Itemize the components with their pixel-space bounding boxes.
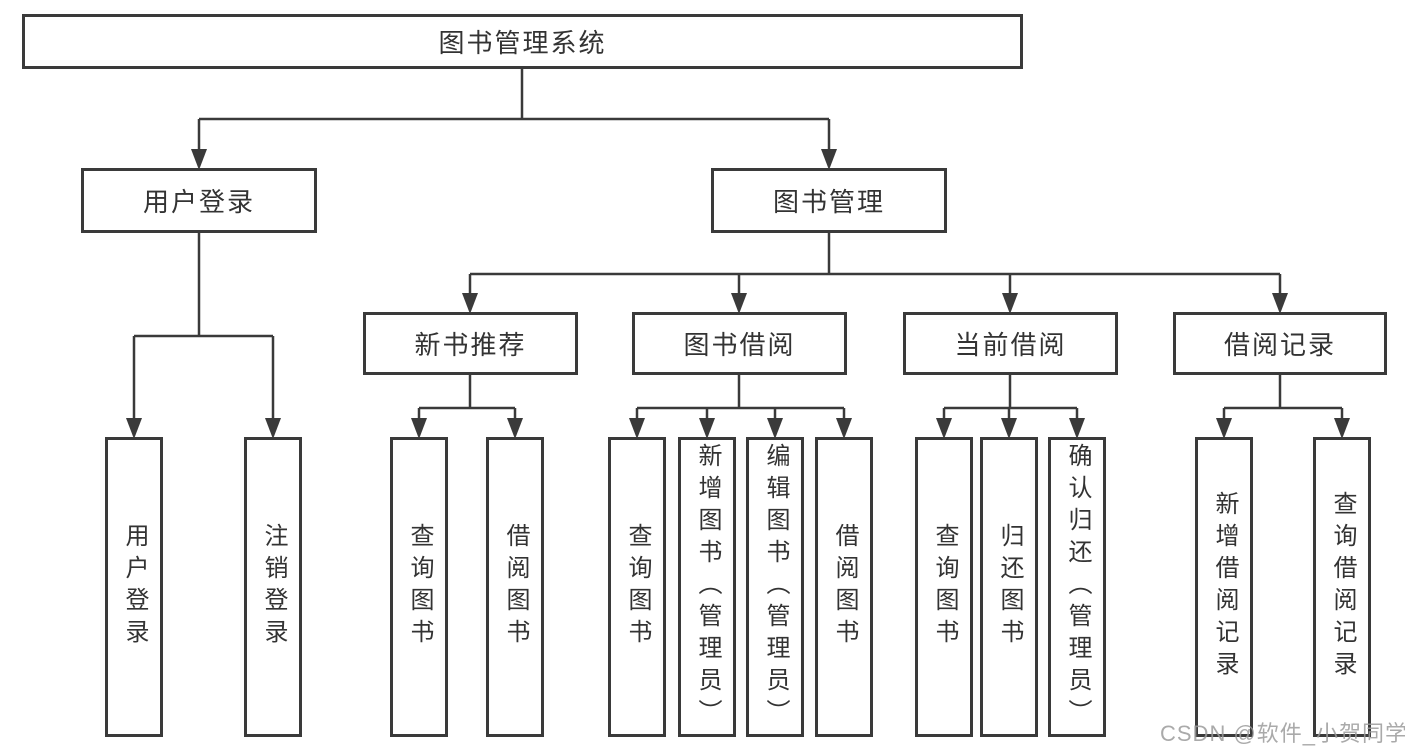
leaf-add-borrow-record: 新增借阅记录 — [1195, 437, 1253, 737]
leaf-edit-book-admin: 编辑图书（管理员） — [746, 437, 804, 737]
node-current-borrow: 当前借阅 — [903, 312, 1118, 375]
leaf-user-login: 用户登录 — [105, 437, 163, 737]
leaf-borrow-book-recommend: 借阅图书 — [486, 437, 544, 737]
node-borrow-records: 借阅记录 — [1173, 312, 1387, 375]
leaf-confirm-return-admin: 确认归还（管理员） — [1048, 437, 1106, 737]
leaf-query-book-current: 查询图书 — [915, 437, 973, 737]
leaf-add-book-admin: 新增图书（管理员） — [678, 437, 736, 737]
leaf-return-book: 归还图书 — [980, 437, 1038, 737]
node-library-management-system: 图书管理系统 — [22, 14, 1023, 69]
leaf-logout: 注销登录 — [244, 437, 302, 737]
leaf-query-borrow-record: 查询借阅记录 — [1313, 437, 1371, 737]
node-new-book-recommend: 新书推荐 — [363, 312, 578, 375]
node-user-login: 用户登录 — [81, 168, 317, 233]
leaf-query-book-recommend: 查询图书 — [390, 437, 448, 737]
node-book-borrow: 图书借阅 — [632, 312, 847, 375]
node-book-management: 图书管理 — [711, 168, 947, 233]
csdn-watermark: CSDN @软件_小贺同学 — [1160, 721, 1405, 746]
leaf-query-book-borrow: 查询图书 — [608, 437, 666, 737]
leaf-borrow-book: 借阅图书 — [815, 437, 873, 737]
